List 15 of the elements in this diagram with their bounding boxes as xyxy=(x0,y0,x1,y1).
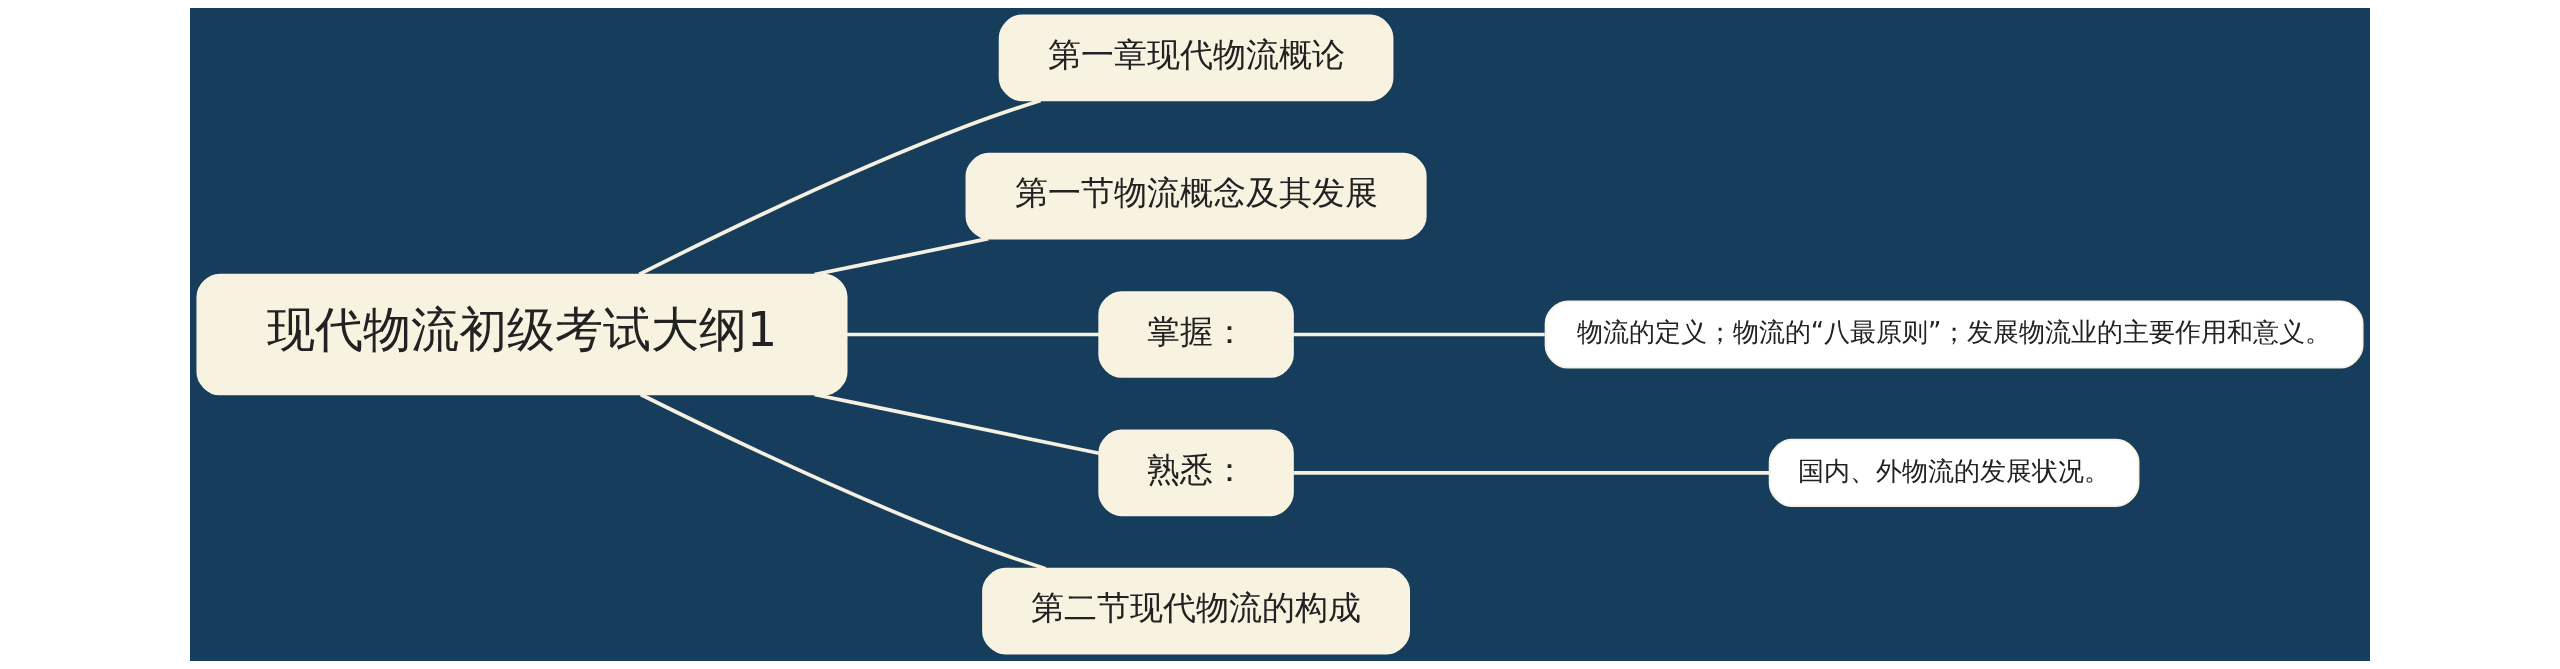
connector xyxy=(814,236,989,277)
connector xyxy=(639,392,1047,571)
connector xyxy=(638,98,1042,277)
node-box: 现代物流初级考试大纲1 xyxy=(196,273,848,396)
connector xyxy=(1293,470,1770,475)
node-box: 物流的定义；物流的“八最原则”；发展物流业的主要作用和意义。 xyxy=(1544,300,2364,369)
node-box: 熟悉： xyxy=(1098,429,1294,517)
connector xyxy=(1293,332,1545,337)
connector xyxy=(846,332,1100,337)
node-box: 第一章现代物流概论 xyxy=(998,14,1394,102)
node-box: 掌握： xyxy=(1098,291,1294,378)
node-box: 第一节物流概念及其发展 xyxy=(965,152,1427,240)
node-box: 第二节现代物流的构成 xyxy=(982,567,1410,655)
connector xyxy=(814,392,1100,455)
node-box: 国内、外物流的发展状况。 xyxy=(1768,438,2140,507)
